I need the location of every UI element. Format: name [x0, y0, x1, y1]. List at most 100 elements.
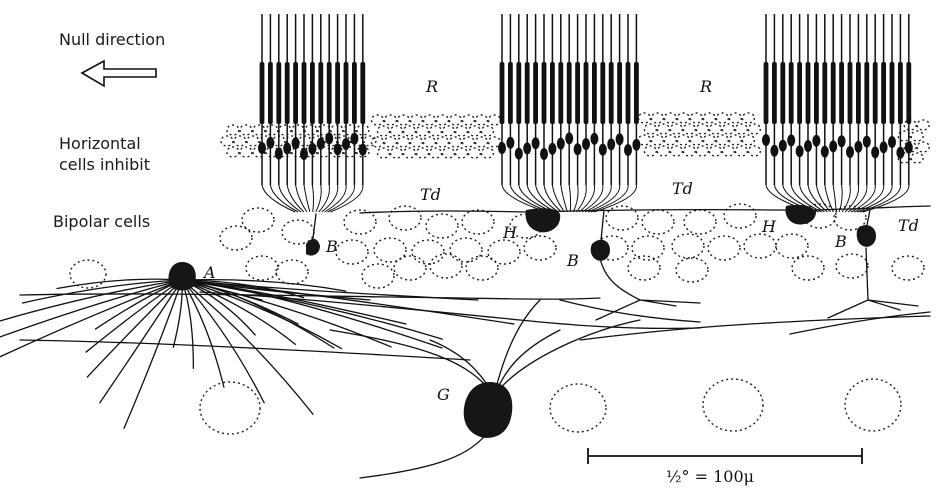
small-cell-outline	[748, 124, 760, 134]
small-cell-outline	[240, 147, 252, 157]
bipolar-layer-outline	[394, 256, 426, 280]
receptor-axon	[552, 185, 564, 212]
bipolar-cells-label: Bipolar cells	[53, 212, 150, 232]
small-cell-outline	[436, 115, 448, 125]
receptor-axon	[839, 185, 842, 212]
neural-process	[600, 258, 640, 300]
small-cell-outline	[696, 124, 708, 134]
small-cell-outline	[429, 148, 441, 158]
scale-bar-label: ½° = 100μ	[666, 467, 754, 486]
small-cell-outline	[455, 148, 467, 158]
bipolar-layer-outline	[412, 240, 444, 264]
small-cell-outline	[377, 148, 389, 158]
horizontal-cell-h1	[526, 208, 561, 232]
small-cell-outline	[481, 126, 493, 136]
receptor-nucleus	[854, 141, 862, 153]
receptor-nucleus	[846, 146, 854, 158]
receptor-inner-segment	[906, 62, 911, 124]
receptor-nucleus	[863, 136, 871, 148]
receptor-nucleus	[275, 148, 283, 160]
receptor-inner-segment	[500, 62, 505, 124]
small-cell-outline	[488, 115, 500, 125]
receptor-inner-segment	[864, 62, 869, 124]
small-cell-outline	[917, 142, 929, 152]
small-cell-outline	[462, 137, 474, 147]
small-cell-outline	[703, 113, 715, 123]
receptor-nucleus	[515, 148, 523, 160]
receptor-axon	[312, 185, 313, 212]
small-cell-outline	[729, 113, 741, 123]
small-cell-outline	[735, 124, 747, 134]
small-cell-outline	[423, 137, 435, 147]
label-r-right: R	[699, 77, 712, 96]
small-cell-outline	[475, 115, 487, 125]
bipolar-layer-outline	[836, 254, 868, 278]
receptor-axon	[845, 185, 858, 212]
receptor-nucleus	[334, 143, 342, 155]
small-cell-outline	[364, 136, 376, 146]
receptor-nucleus	[871, 146, 879, 158]
receptor-nucleus	[624, 144, 632, 156]
receptor-nucleus	[300, 148, 308, 160]
receptor-nucleus	[325, 132, 333, 144]
amacrine-dendrite	[182, 280, 193, 368]
small-cell-outline	[683, 146, 695, 156]
bipolar-layer-outline	[892, 256, 924, 280]
receptor-inner-segment	[839, 62, 844, 124]
receptor-inner-segment	[508, 62, 513, 124]
receptor-inner-segment	[856, 62, 861, 124]
small-cell-outline	[442, 126, 454, 136]
receptor-axon	[279, 185, 301, 212]
label-h-1: H	[502, 223, 518, 242]
bipolar-layer-outline	[466, 256, 498, 280]
receptor-inner-segment	[542, 62, 547, 124]
bipolar-layer-outline	[642, 210, 674, 234]
scale-bar	[588, 448, 862, 464]
receptor-nucleus	[523, 142, 531, 154]
small-cell-outline	[247, 136, 259, 146]
small-cell-outline	[305, 125, 317, 135]
small-cell-outline	[234, 136, 246, 146]
bipolar-layer-outline	[389, 206, 421, 230]
small-cell-outline	[397, 137, 409, 147]
receptor-inner-segment	[634, 62, 639, 124]
label-td-1: Td	[420, 185, 441, 204]
receptor-nucleus	[308, 143, 316, 155]
receptor-inner-segment	[533, 62, 538, 124]
neural-processes	[0, 206, 930, 478]
small-cell-outline	[475, 137, 487, 147]
bipolar-layer-outline	[282, 220, 314, 244]
receptor-nucleus	[796, 145, 804, 157]
bipolar-layer-outline	[276, 260, 308, 284]
small-cell-outline	[227, 125, 239, 135]
receptor-inner-segment	[525, 62, 530, 124]
label-a: A	[202, 263, 216, 282]
ganglion-layer-outline	[845, 379, 901, 431]
small-cell-outline	[644, 124, 656, 134]
receptor-nucleus	[880, 141, 888, 153]
horizontal-cells-label-line2: cells inhibit	[59, 155, 150, 175]
small-cell-outline	[410, 137, 422, 147]
small-cell-outline	[390, 126, 402, 136]
small-cell-outline	[384, 137, 396, 147]
receptor-inner-segment	[352, 62, 357, 124]
small-cell-outline	[722, 124, 734, 134]
small-cell-outline	[384, 115, 396, 125]
neural-process	[20, 340, 470, 360]
amacrine-dendrite	[86, 280, 182, 352]
small-cell-outline	[253, 125, 265, 135]
receptor-nucleus	[607, 138, 615, 150]
small-cell-outline	[299, 136, 311, 146]
small-cell-outline	[735, 146, 747, 156]
small-cell-outline	[670, 124, 682, 134]
neural-process	[360, 432, 488, 478]
receptor-nucleus	[359, 144, 367, 156]
small-cell-outline	[729, 135, 741, 145]
small-cell-outline	[390, 148, 402, 158]
small-cell-outline	[462, 115, 474, 125]
receptor-nucleus	[350, 133, 358, 145]
receptor-inner-segment	[873, 62, 878, 124]
receptor-nucleus	[896, 147, 904, 159]
bipolar-layer-outline	[362, 264, 394, 288]
receptor-nucleus	[812, 135, 820, 147]
